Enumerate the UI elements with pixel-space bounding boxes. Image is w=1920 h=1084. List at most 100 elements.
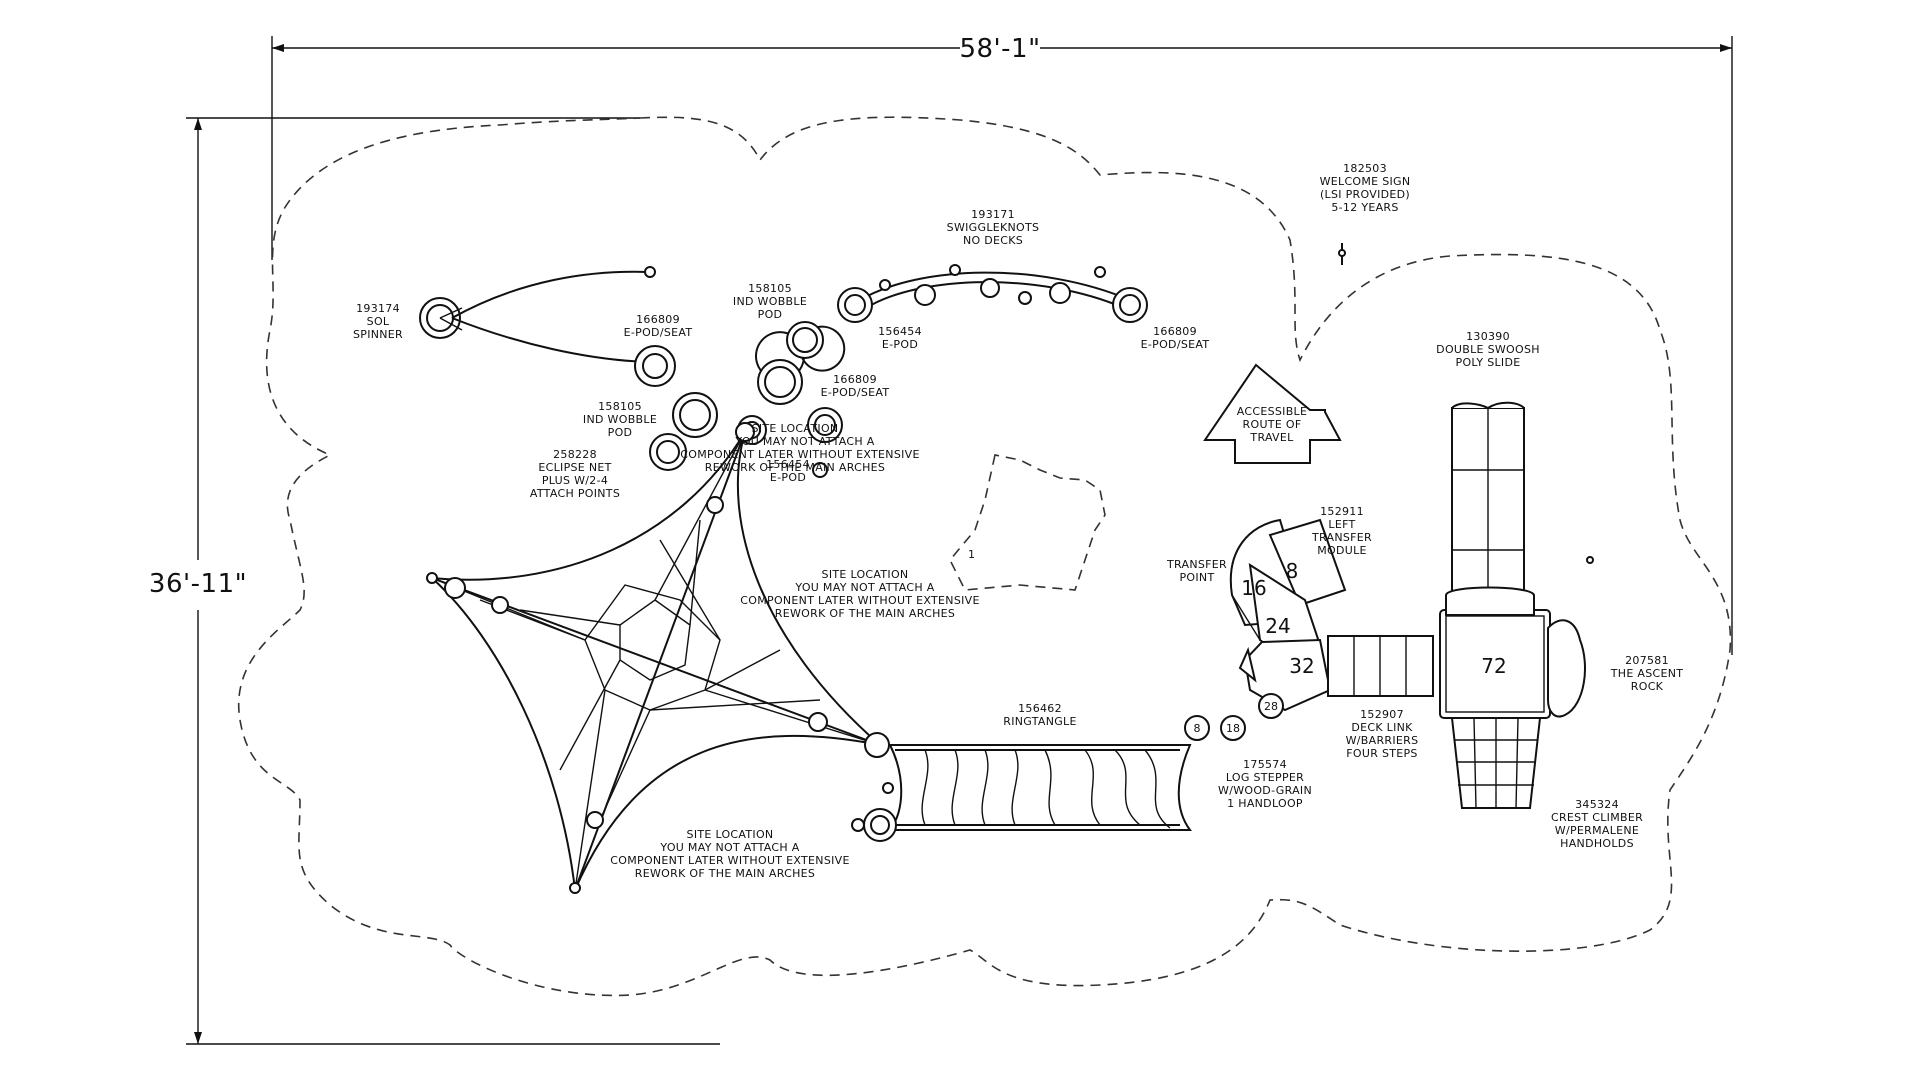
svg-text:W/WOOD-GRAIN: W/WOOD-GRAIN: [1218, 784, 1312, 797]
svg-text:E-POD/SEAT: E-POD/SEAT: [821, 386, 890, 399]
svg-text:POD: POD: [608, 426, 633, 439]
svg-text:POINT: POINT: [1180, 571, 1215, 584]
width-dimension: 58'-1": [271, 34, 1733, 655]
svg-text:SITE LOCATION: SITE LOCATION: [822, 568, 909, 581]
wobble-pod-top: [755, 321, 846, 405]
label-sol-spinner: 193174 SOL SPINNER: [353, 302, 403, 341]
svg-text:SITE LOCATION: SITE LOCATION: [752, 422, 839, 435]
label-site-location-bottom: SITE LOCATION YOU MAY NOT ATTACH A COMPO…: [610, 828, 849, 880]
svg-text:ECLIPSE NET: ECLIPSE NET: [538, 461, 611, 474]
svg-text:POD: POD: [758, 308, 783, 321]
svg-text:TRANSFER: TRANSFER: [1166, 558, 1227, 571]
label-deck-link: 152907 DECK LINK W/BARRIERS FOUR STEPS: [1346, 708, 1419, 760]
area-marker: 1: [968, 548, 975, 561]
label-epod-seat-center: 166809 E-POD/SEAT: [821, 373, 890, 399]
svg-text:WELCOME SIGN: WELCOME SIGN: [1320, 175, 1411, 188]
crest-climber: [1450, 717, 1542, 809]
svg-text:166809: 166809: [833, 373, 877, 386]
svg-text:YOU MAY NOT ATTACH A: YOU MAY NOT ATTACH A: [659, 841, 799, 854]
svg-text:DOUBLE SWOOSH: DOUBLE SWOOSH: [1436, 343, 1540, 356]
svg-text:NO DECKS: NO DECKS: [963, 234, 1023, 247]
swiggleknots: [837, 264, 1148, 323]
label-log-stepper: 175574 LOG STEPPER W/WOOD-GRAIN 1 HANDLO…: [1218, 758, 1312, 810]
svg-text:COMPONENT LATER WITHOUT EXTENS: COMPONENT LATER WITHOUT EXTENSIVE: [610, 854, 849, 867]
step-height-8: 8: [1194, 722, 1201, 735]
svg-text:E-POD: E-POD: [770, 471, 806, 484]
svg-text:LOG STEPPER: LOG STEPPER: [1226, 771, 1304, 784]
label-site-location-mid: SITE LOCATION YOU MAY NOT ATTACH A COMPO…: [740, 568, 979, 620]
step-height-18: 18: [1226, 722, 1240, 735]
label-wobble-pod-left: 158105 IND WOBBLE POD: [583, 400, 657, 439]
svg-text:SPINNER: SPINNER: [353, 328, 403, 341]
svg-text:FOUR STEPS: FOUR STEPS: [1346, 747, 1417, 760]
height-dimension-label: 36'-11": [149, 569, 247, 599]
label-epod-seat-right: 166809 E-POD/SEAT: [1141, 325, 1210, 351]
svg-text:E-POD: E-POD: [882, 338, 918, 351]
label-crest-climber: 345324 CREST CLIMBER W/PERMALENE HANDHOL…: [1551, 798, 1643, 850]
svg-text:COMPONENT LATER WITHOUT EXTENS: COMPONENT LATER WITHOUT EXTENSIVE: [740, 594, 979, 607]
deck-height-8: 8: [1286, 559, 1299, 583]
width-dimension-label: 58'-1": [959, 34, 1040, 64]
svg-text:LEFT: LEFT: [1328, 518, 1355, 531]
svg-text:THE ASCENT: THE ASCENT: [1610, 667, 1684, 680]
svg-text:207581: 207581: [1625, 654, 1669, 667]
svg-text:PLUS W/2-4: PLUS W/2-4: [542, 474, 608, 487]
svg-text:MODULE: MODULE: [1317, 544, 1367, 557]
svg-text:1 HANDLOOP: 1 HANDLOOP: [1227, 797, 1303, 810]
inner-surface-area: [949, 454, 1106, 591]
label-ringtangle: 156462 RINGTANGLE: [1003, 702, 1076, 728]
label-left-transfer: 152911 LEFT TRANSFER MODULE: [1311, 505, 1372, 557]
svg-text:W/BARRIERS: W/BARRIERS: [1346, 734, 1419, 747]
svg-text:POLY SLIDE: POLY SLIDE: [1456, 356, 1521, 369]
accessible-route-arrow: [1203, 363, 1342, 464]
svg-text:345324: 345324: [1575, 798, 1619, 811]
svg-text:258228: 258228: [553, 448, 597, 461]
svg-text:ATTACH POINTS: ATTACH POINTS: [530, 487, 620, 500]
play-area-boundary: [237, 116, 1732, 997]
svg-text:156462: 156462: [1018, 702, 1062, 715]
label-double-swoosh: 130390 DOUBLE SWOOSH POLY SLIDE: [1436, 330, 1540, 369]
svg-text:SOL: SOL: [367, 315, 390, 328]
svg-text:CREST CLIMBER: CREST CLIMBER: [1551, 811, 1643, 824]
svg-text:158105: 158105: [598, 400, 642, 413]
deck-height-16: 16: [1241, 576, 1266, 600]
label-wobble-pod-top: 158105 IND WOBBLE POD: [733, 282, 807, 321]
svg-text:158105: 158105: [748, 282, 792, 295]
svg-text:182503: 182503: [1343, 162, 1387, 175]
svg-text:ACCESSIBLE: ACCESSIBLE: [1237, 405, 1307, 418]
log-stepper: [1184, 693, 1284, 741]
label-epod-seat-left: 166809 E-POD/SEAT: [624, 313, 693, 339]
height-dimension: 36'-11": [149, 117, 720, 1045]
label-site-location-top: SITE LOCATION YOU MAY NOT ATTACH A COMPO…: [680, 422, 919, 474]
label-ascent-rock: 207581 THE ASCENT ROCK: [1610, 654, 1684, 693]
ringtangle: [851, 744, 1192, 842]
svg-text:IND WOBBLE: IND WOBBLE: [583, 413, 657, 426]
svg-text:DECK LINK: DECK LINK: [1351, 721, 1413, 734]
svg-text:SITE LOCATION: SITE LOCATION: [687, 828, 774, 841]
svg-text:YOU MAY NOT ATTACH A: YOU MAY NOT ATTACH A: [734, 435, 874, 448]
epod-seat-left: [634, 345, 676, 387]
svg-text:E-POD/SEAT: E-POD/SEAT: [1141, 338, 1210, 351]
wobble-pod-left: [649, 392, 718, 471]
label-swiggleknots: 193171 SWIGGLEKNOTS NO DECKS: [947, 208, 1039, 247]
eclipse-net: [426, 422, 890, 894]
label-transfer-point: TRANSFER POINT: [1166, 558, 1227, 584]
svg-text:166809: 166809: [636, 313, 680, 326]
svg-text:193174: 193174: [356, 302, 400, 315]
svg-text:REWORK OF THE MAIN ARCHES: REWORK OF THE MAIN ARCHES: [705, 461, 885, 474]
welcome-sign: [1338, 243, 1346, 265]
svg-text:E-POD/SEAT: E-POD/SEAT: [624, 326, 693, 339]
svg-text:HANDHOLDS: HANDHOLDS: [1560, 837, 1634, 850]
svg-text:ROUTE OF: ROUTE OF: [1243, 418, 1302, 431]
svg-text:5-12 YEARS: 5-12 YEARS: [1331, 201, 1398, 214]
svg-text:TRANSFER: TRANSFER: [1311, 531, 1372, 544]
svg-text:REWORK OF THE MAIN ARCHES: REWORK OF THE MAIN ARCHES: [775, 607, 955, 620]
transfer-module: [1229, 518, 1347, 712]
label-accessible-route: ACCESSIBLE ROUTE OF TRAVEL: [1237, 405, 1307, 444]
svg-text:ROCK: ROCK: [1631, 680, 1664, 693]
svg-text:YOU MAY NOT ATTACH A: YOU MAY NOT ATTACH A: [794, 581, 934, 594]
svg-text:(LSI PROVIDED): (LSI PROVIDED): [1320, 188, 1410, 201]
svg-text:156454: 156454: [766, 458, 810, 471]
